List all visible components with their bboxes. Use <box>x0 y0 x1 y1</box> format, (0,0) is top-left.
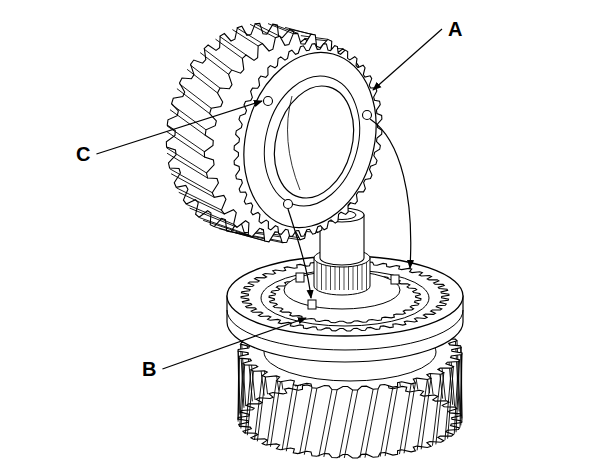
lower-gear-tooth-edge <box>432 373 443 446</box>
lower-gear-tooth-edge <box>245 370 253 435</box>
spline-line <box>321 261 322 290</box>
hub-slot <box>296 273 304 282</box>
bore <box>263 77 366 207</box>
ring-hole <box>284 200 293 209</box>
callout-letter: B <box>140 358 158 380</box>
lower-gear-tooth-edge <box>380 386 397 456</box>
helical-gear-tooth-edge <box>215 36 246 58</box>
lower-gear-back <box>238 382 462 458</box>
helical-gear-tooth-edge <box>170 104 206 135</box>
leader-lines <box>96 29 442 369</box>
leader-line <box>96 101 262 154</box>
helical-gear-tooth-edge <box>268 24 298 34</box>
lower-gear-tooth-edge <box>319 390 337 457</box>
alignment-arrow <box>288 209 311 298</box>
ring-hole <box>264 97 273 106</box>
ring-hole <box>363 111 372 120</box>
helical-gear-tooth-edge <box>177 84 211 114</box>
helical-gear-tooth-edge <box>232 28 262 46</box>
spline-line <box>366 261 367 290</box>
spline-line <box>317 261 318 290</box>
lower-gear-tooth-edge <box>238 349 240 414</box>
lower-gear-tooth-edge <box>399 383 415 454</box>
lower-gear-tooth-edge <box>455 339 460 413</box>
leader-line <box>373 29 442 90</box>
hub-slot <box>308 300 316 309</box>
lower-gear-tooth-edge <box>255 376 266 442</box>
bore-shadow <box>288 96 301 190</box>
lower-gear-tooth-edge <box>461 346 462 420</box>
helical-gear-tooth-edge <box>187 65 220 93</box>
helical-gear-tooth-edge <box>167 148 208 178</box>
lower-gear-tooth-edge <box>360 389 378 458</box>
lower-gear-tooth-edge <box>300 388 317 455</box>
spline-line <box>362 261 363 290</box>
ring-face <box>225 37 395 242</box>
lower-gear-tooth-edge <box>282 385 298 451</box>
callout-letter: A <box>446 18 464 40</box>
helical-gear-tooth-edge <box>200 49 232 74</box>
lower-gear-tooth-edge <box>339 390 358 458</box>
bore-lip <box>250 65 373 216</box>
alignment-arrow <box>370 119 411 268</box>
sleeve-top <box>227 256 463 336</box>
upper-gear <box>166 23 394 242</box>
leader-line <box>162 318 306 369</box>
helical-gear-tooth-edge <box>250 24 280 38</box>
callout-letter: C <box>74 143 92 165</box>
hub-slot <box>391 275 399 284</box>
